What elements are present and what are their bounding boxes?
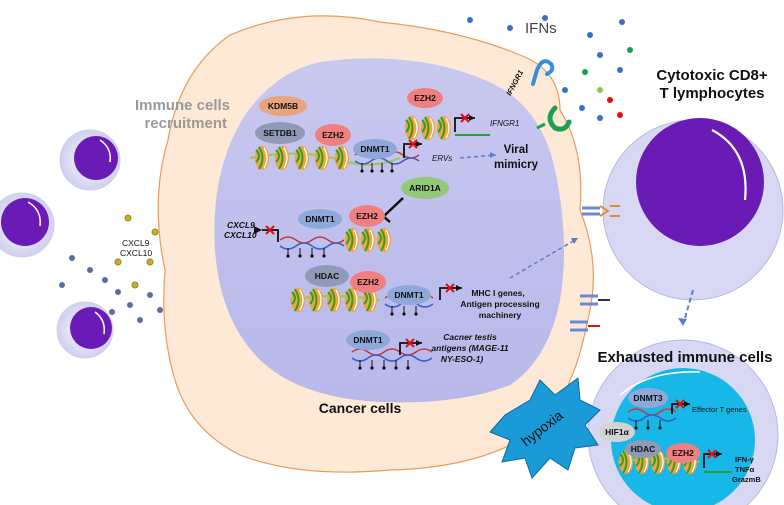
cxcl9-label: CXCL9 — [122, 238, 150, 248]
immune-recruitment-label-1: Immune cells — [135, 97, 230, 114]
protein-ezh2-a: EZH2 — [315, 124, 351, 146]
svg-text:EZH2: EZH2 — [322, 130, 344, 140]
cxcl10-label: CXCL10 — [120, 248, 152, 258]
svg-text:DNMT1: DNMT1 — [360, 144, 390, 154]
protein-hdac-b: HDAC — [625, 440, 661, 458]
protein-dnmt1-b: DNMT1 — [298, 209, 342, 229]
ct-antigen-label-3: NY-ESO-1) — [441, 354, 484, 364]
protein-hif1a: HIF1α — [599, 422, 635, 442]
tcr-blocked-icon-2 — [570, 320, 600, 332]
mhc-label-2: Antigen processing — [460, 299, 539, 309]
chromatin-row-cxcl — [254, 225, 392, 259]
svg-text:ARID1A: ARID1A — [409, 183, 441, 193]
protein-ezh2-c: EZH2 — [350, 271, 386, 293]
protein-dnmt3: DNMT3 — [628, 388, 668, 408]
svg-text:KDM5B: KDM5B — [268, 101, 298, 111]
ifn-receptor-green-icon — [536, 105, 572, 132]
ervs-label: ERVs — [432, 154, 452, 163]
ct-antigen-label-2: antigens (MAGE-11 — [431, 343, 509, 353]
grazmb-label: GrazmB — [732, 475, 761, 484]
tcr-mhc-contact-icon — [582, 205, 620, 217]
mhc-label-3: machinery — [479, 310, 522, 320]
cxcl10-gene-label: CXCL10 — [224, 230, 257, 240]
ifngr1-receptor-icon — [531, 59, 555, 86]
ifngr1-gene-label: IFNGR1 — [490, 119, 519, 128]
recruited-immune-cell-2 — [0, 192, 55, 258]
protein-ezh2-d: EZH2 — [666, 443, 700, 463]
protein-ezh2-top: EZH2 — [407, 88, 443, 108]
svg-text:EZH2: EZH2 — [357, 277, 379, 287]
protein-setdb1: SETDB1 — [255, 122, 305, 144]
ifn-dots — [467, 15, 633, 121]
cancer-nucleus — [214, 58, 564, 403]
svg-text:HIF1α: HIF1α — [605, 427, 629, 437]
cancer-cells-label: Cancer cells — [319, 400, 402, 416]
cytotoxic-label-1: Cytotoxic CD8+ — [656, 67, 768, 84]
mhc-label-1: MHC I genes, — [471, 288, 524, 298]
protein-dnmt1-d: DNMT1 — [346, 330, 390, 350]
svg-text:DNMT3: DNMT3 — [633, 393, 663, 403]
ifns-label: IFNs — [525, 20, 557, 37]
cxcl9-gene-label: CXCL9 — [227, 220, 255, 230]
protein-hdac-a: HDAC — [305, 265, 349, 287]
protein-dnmt1-a: DNMT1 — [353, 139, 397, 159]
svg-text:EZH2: EZH2 — [356, 211, 378, 221]
svg-text:EZH2: EZH2 — [414, 93, 436, 103]
tnf-alpha-label: TNFα — [735, 465, 755, 474]
protein-dnmt1-c: DNMT1 — [387, 285, 431, 305]
viral-mimicry-label-2: mimicry — [494, 159, 539, 171]
svg-text:SETDB1: SETDB1 — [263, 128, 297, 138]
exhausted-label: Exhausted immune cells — [597, 349, 772, 366]
svg-text:EZH2: EZH2 — [672, 448, 694, 458]
immune-recruitment-label-2: recruitment — [144, 115, 227, 132]
recruited-immune-cell-1 — [59, 129, 121, 191]
protein-kdm5b: KDM5B — [259, 96, 307, 116]
hypoxia-burst — [489, 377, 601, 479]
protein-ezh2-b: EZH2 — [349, 205, 385, 227]
arrow-t-cell-to-exhausted — [684, 289, 694, 319]
ct-antigen-label-1: Cacner testis — [443, 332, 497, 342]
tcr-blocked-icon-1 — [580, 294, 610, 306]
recruited-immune-cell-3 — [56, 301, 114, 359]
chemokine-dots — [59, 214, 163, 323]
svg-text:DNMT1: DNMT1 — [353, 335, 383, 345]
effector-t-genes-label: Effector T genes — [692, 405, 747, 414]
chromatin-row-ifngr1 — [404, 113, 490, 141]
svg-text:HDAC: HDAC — [315, 271, 340, 281]
svg-text:HDAC: HDAC — [631, 444, 656, 454]
chromatin-row-ct-antigens — [351, 338, 433, 371]
cytotoxic-label-2: T lymphocytes — [659, 85, 764, 102]
protein-arid1a: ARID1A — [401, 177, 449, 199]
cytotoxic-t-cell-nucleus — [636, 118, 764, 246]
ifn-gamma-label: IFN-γ — [735, 455, 755, 464]
arrow-mhc-to-t-cell — [509, 239, 576, 279]
svg-text:DNMT1: DNMT1 — [394, 290, 424, 300]
viral-mimicry-label-1: Viral — [504, 144, 529, 156]
chromatin-row-effector — [627, 399, 690, 431]
svg-text:DNMT1: DNMT1 — [305, 214, 335, 224]
